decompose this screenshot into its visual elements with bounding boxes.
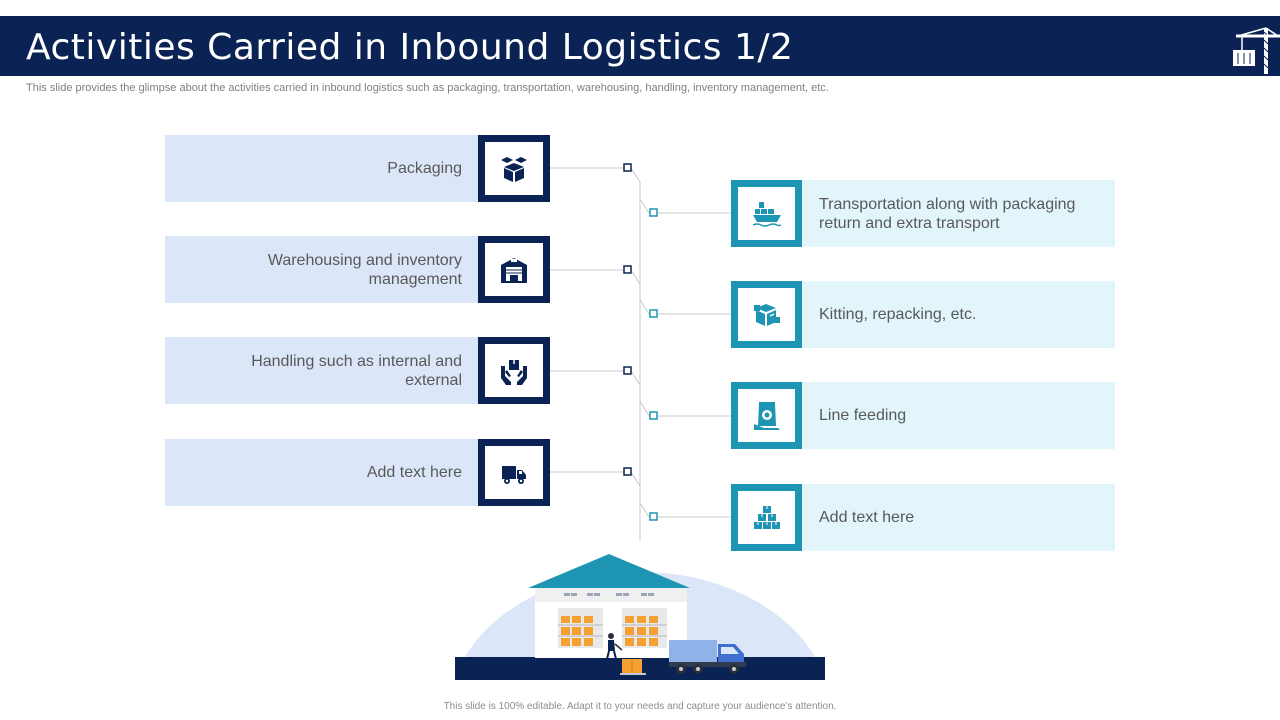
right-card-line-feeding: Line feeding xyxy=(731,382,1115,449)
right-icon-box xyxy=(731,281,802,348)
right-card-label: Kitting, repacking, etc. xyxy=(819,306,977,323)
left-card-handling: Handling such as internal and external xyxy=(165,337,550,404)
delivery-truck-icon xyxy=(502,465,526,484)
warehouse-icon xyxy=(501,257,527,283)
left-icon-box xyxy=(478,135,550,202)
hands-box-icon xyxy=(501,359,527,385)
truck xyxy=(669,640,746,674)
worker-with-cart xyxy=(606,633,646,675)
left-icon-box xyxy=(478,236,550,303)
left-card-label: Warehousing and inventory management xyxy=(267,251,462,288)
repack-box-icon xyxy=(753,303,780,326)
left-card-label: Handling such as internal and external xyxy=(251,352,462,389)
left-card-packaging: Packaging xyxy=(165,135,550,202)
right-card-add-text: Add text here xyxy=(731,484,1115,551)
title-bar: Activities Carried in Inbound Logistics … xyxy=(0,16,1280,76)
crane-icon xyxy=(1233,27,1280,74)
left-card-label: Packaging xyxy=(387,160,462,177)
left-node-markers xyxy=(623,163,632,476)
left-icon-box xyxy=(478,337,550,404)
right-node-markers xyxy=(649,208,658,521)
stacked-boxes-icon xyxy=(753,505,780,529)
slide-subtitle: This slide provides the glimpse about th… xyxy=(26,82,829,94)
right-icon-box xyxy=(731,484,802,551)
left-card-label: Add text here xyxy=(366,464,462,481)
right-icon-box xyxy=(731,382,802,449)
left-card-warehousing: Warehousing and inventory management xyxy=(165,236,550,303)
slide-title: Activities Carried in Inbound Logistics … xyxy=(26,27,794,68)
right-card-label: Line feeding xyxy=(819,407,907,424)
boxes-icon xyxy=(501,156,527,182)
cargo-ship-icon xyxy=(752,201,781,227)
warehouse-illustration xyxy=(455,554,825,680)
right-card-kitting: Kitting, repacking, etc. xyxy=(731,281,1115,348)
right-card-transportation: Transportation along with packaging retu… xyxy=(731,180,1115,247)
right-card-label: Add text here xyxy=(819,509,915,526)
right-icon-box xyxy=(731,180,802,247)
slide-footer: This slide is 100% editable. Adapt it to… xyxy=(443,701,837,712)
top-strip xyxy=(0,0,1280,16)
right-card-label: Transportation along with packaging retu… xyxy=(819,195,1076,232)
feed-bag-icon xyxy=(753,401,780,430)
left-card-add-text: Add text here xyxy=(165,439,550,506)
left-icon-box xyxy=(478,439,550,506)
warehouse-building xyxy=(528,554,690,658)
